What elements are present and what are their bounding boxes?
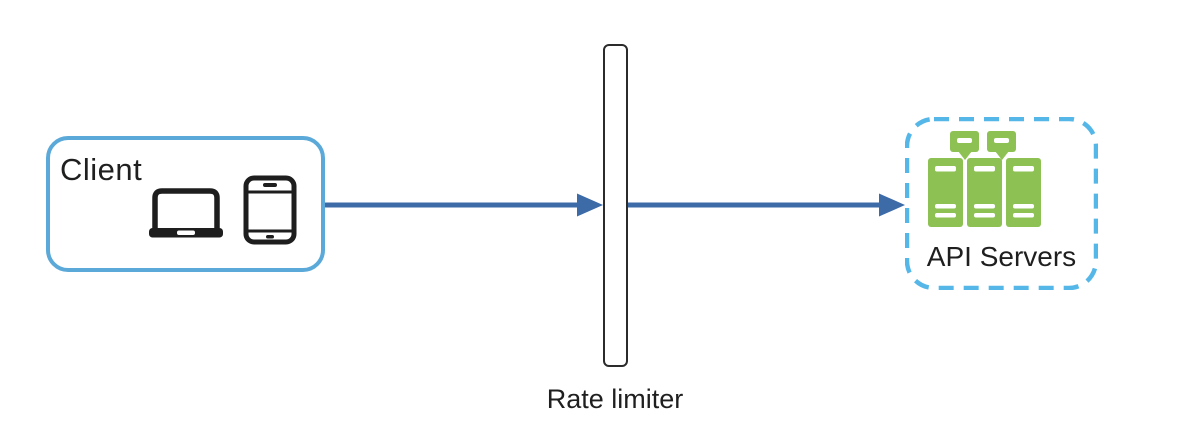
server-tower-3 <box>1006 158 1041 227</box>
server-cluster-icon <box>928 131 1041 227</box>
rate-limiter-label: Rate limiter <box>546 384 684 414</box>
phone-speaker <box>263 183 277 187</box>
server-tower-1 <box>928 158 963 227</box>
client-node-label: Client <box>60 152 143 187</box>
arrowhead <box>577 193 603 217</box>
api-servers-node-box <box>905 117 1098 290</box>
server-tower-2 <box>967 158 1002 227</box>
arrow-rate-limiter-to-api-servers <box>628 193 905 217</box>
smartphone-icon <box>243 175 297 245</box>
arrowhead <box>879 193 905 217</box>
rate-limiter-bar <box>603 44 628 367</box>
laptop-base-notch <box>177 230 195 235</box>
phone-home-button <box>266 235 274 239</box>
arrow-client-to-rate-limiter <box>325 193 603 217</box>
back-server-right <box>987 131 1016 160</box>
back-server-left <box>950 131 979 160</box>
api-servers-node-label: API Servers <box>926 241 1077 272</box>
laptop-icon <box>149 188 223 238</box>
